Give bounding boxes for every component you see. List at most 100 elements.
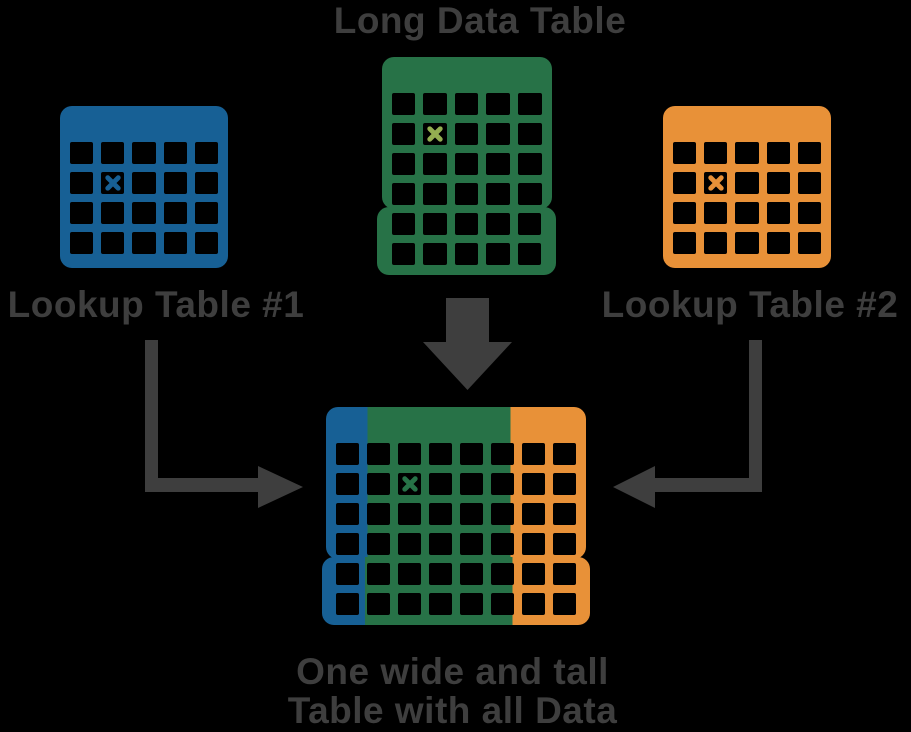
table-cell — [336, 473, 359, 495]
table-cell — [486, 153, 510, 175]
lookup-table-2-icon — [663, 106, 831, 268]
table-cell — [132, 202, 156, 224]
table-cell — [70, 142, 94, 164]
table-cell — [423, 123, 447, 145]
table-cell — [460, 473, 483, 495]
table-cell — [491, 503, 514, 525]
table-cell — [70, 202, 94, 224]
table-cell — [486, 123, 510, 145]
table-cell — [454, 123, 479, 145]
table-cell — [367, 533, 390, 555]
table-cell — [392, 243, 416, 265]
table-cell — [766, 202, 790, 224]
table-cell — [553, 443, 576, 465]
table-cell — [194, 202, 218, 224]
table-cell — [398, 503, 421, 525]
merged-table-icon — [322, 407, 590, 625]
table-cell — [101, 172, 125, 194]
table-cell — [398, 473, 421, 495]
table-cell — [392, 213, 416, 235]
table-cell — [398, 563, 421, 585]
table-cell — [797, 142, 821, 164]
table-cell — [454, 183, 479, 205]
table-cell — [454, 243, 479, 265]
long-data-table-icon — [377, 57, 556, 275]
table-cell — [704, 232, 728, 254]
table-cell — [522, 593, 545, 615]
table-cell — [454, 213, 479, 235]
table-cell — [70, 172, 94, 194]
table-cell — [735, 232, 759, 254]
table-cell — [398, 593, 421, 615]
table-cell — [486, 243, 510, 265]
table-cell — [367, 473, 390, 495]
elbow-arrow-left-icon — [613, 340, 762, 508]
table-cell — [163, 232, 187, 254]
diagram-title: Long Data Table — [333, 0, 627, 41]
table-cell — [460, 443, 483, 465]
table-cell — [336, 503, 359, 525]
table-cell — [163, 142, 187, 164]
table-cell — [423, 213, 447, 235]
table-segment — [663, 106, 831, 268]
table-cell — [194, 142, 218, 164]
merged-table-caption: One wide and tall Table with all Data — [200, 652, 705, 730]
table-cell — [423, 183, 447, 205]
table-cell — [429, 503, 452, 525]
table-segment — [60, 106, 228, 268]
table-cell — [398, 533, 421, 555]
table-cell — [553, 593, 576, 615]
table-cell — [553, 473, 576, 495]
table-cell — [429, 593, 452, 615]
table-cell — [163, 202, 187, 224]
table-cell — [486, 213, 510, 235]
table-cell — [132, 232, 156, 254]
lookup-table-1-icon — [60, 106, 228, 268]
table-segment — [381, 57, 552, 209]
table-cell — [132, 142, 156, 164]
table-cell — [766, 172, 790, 194]
table-cell — [391, 123, 416, 145]
table-cell — [70, 232, 94, 254]
table-cell — [797, 172, 821, 194]
table-cell — [336, 533, 359, 555]
table-cell — [132, 172, 156, 194]
table-cell — [517, 243, 541, 265]
table-cell — [797, 202, 821, 224]
table-cell — [194, 172, 218, 194]
table-cell — [429, 563, 452, 585]
table-cell — [423, 243, 447, 265]
table-cell — [391, 153, 416, 175]
table-cell — [460, 593, 483, 615]
table-cell — [522, 473, 545, 495]
table-cell — [735, 202, 759, 224]
elbow-arrow-right-icon — [145, 340, 303, 508]
table-cell — [522, 443, 545, 465]
table-cell — [454, 93, 479, 115]
table-cell — [491, 443, 514, 465]
table-cell — [673, 202, 697, 224]
table-cell — [491, 563, 514, 585]
table-cell — [391, 93, 416, 115]
table-cell — [522, 533, 545, 555]
x-mark-icon — [401, 476, 418, 492]
table-cell — [460, 533, 483, 555]
table-cell — [766, 142, 790, 164]
table-cell — [391, 183, 416, 205]
table-cell — [429, 473, 452, 495]
table-cell — [398, 443, 421, 465]
table-cell — [336, 593, 359, 615]
table-cell — [460, 563, 483, 585]
table-cell — [429, 443, 452, 465]
lookup-table-2-label: Lookup Table #2 — [601, 284, 899, 325]
table-cell — [423, 93, 447, 115]
table-cell — [423, 153, 447, 175]
table-cell — [522, 563, 545, 585]
x-mark-icon — [105, 175, 121, 191]
table-cell — [673, 232, 697, 254]
table-cell — [522, 503, 545, 525]
table-segment — [326, 407, 586, 559]
table-segment — [322, 557, 590, 625]
table-cell — [491, 533, 514, 555]
table-cell — [367, 563, 390, 585]
